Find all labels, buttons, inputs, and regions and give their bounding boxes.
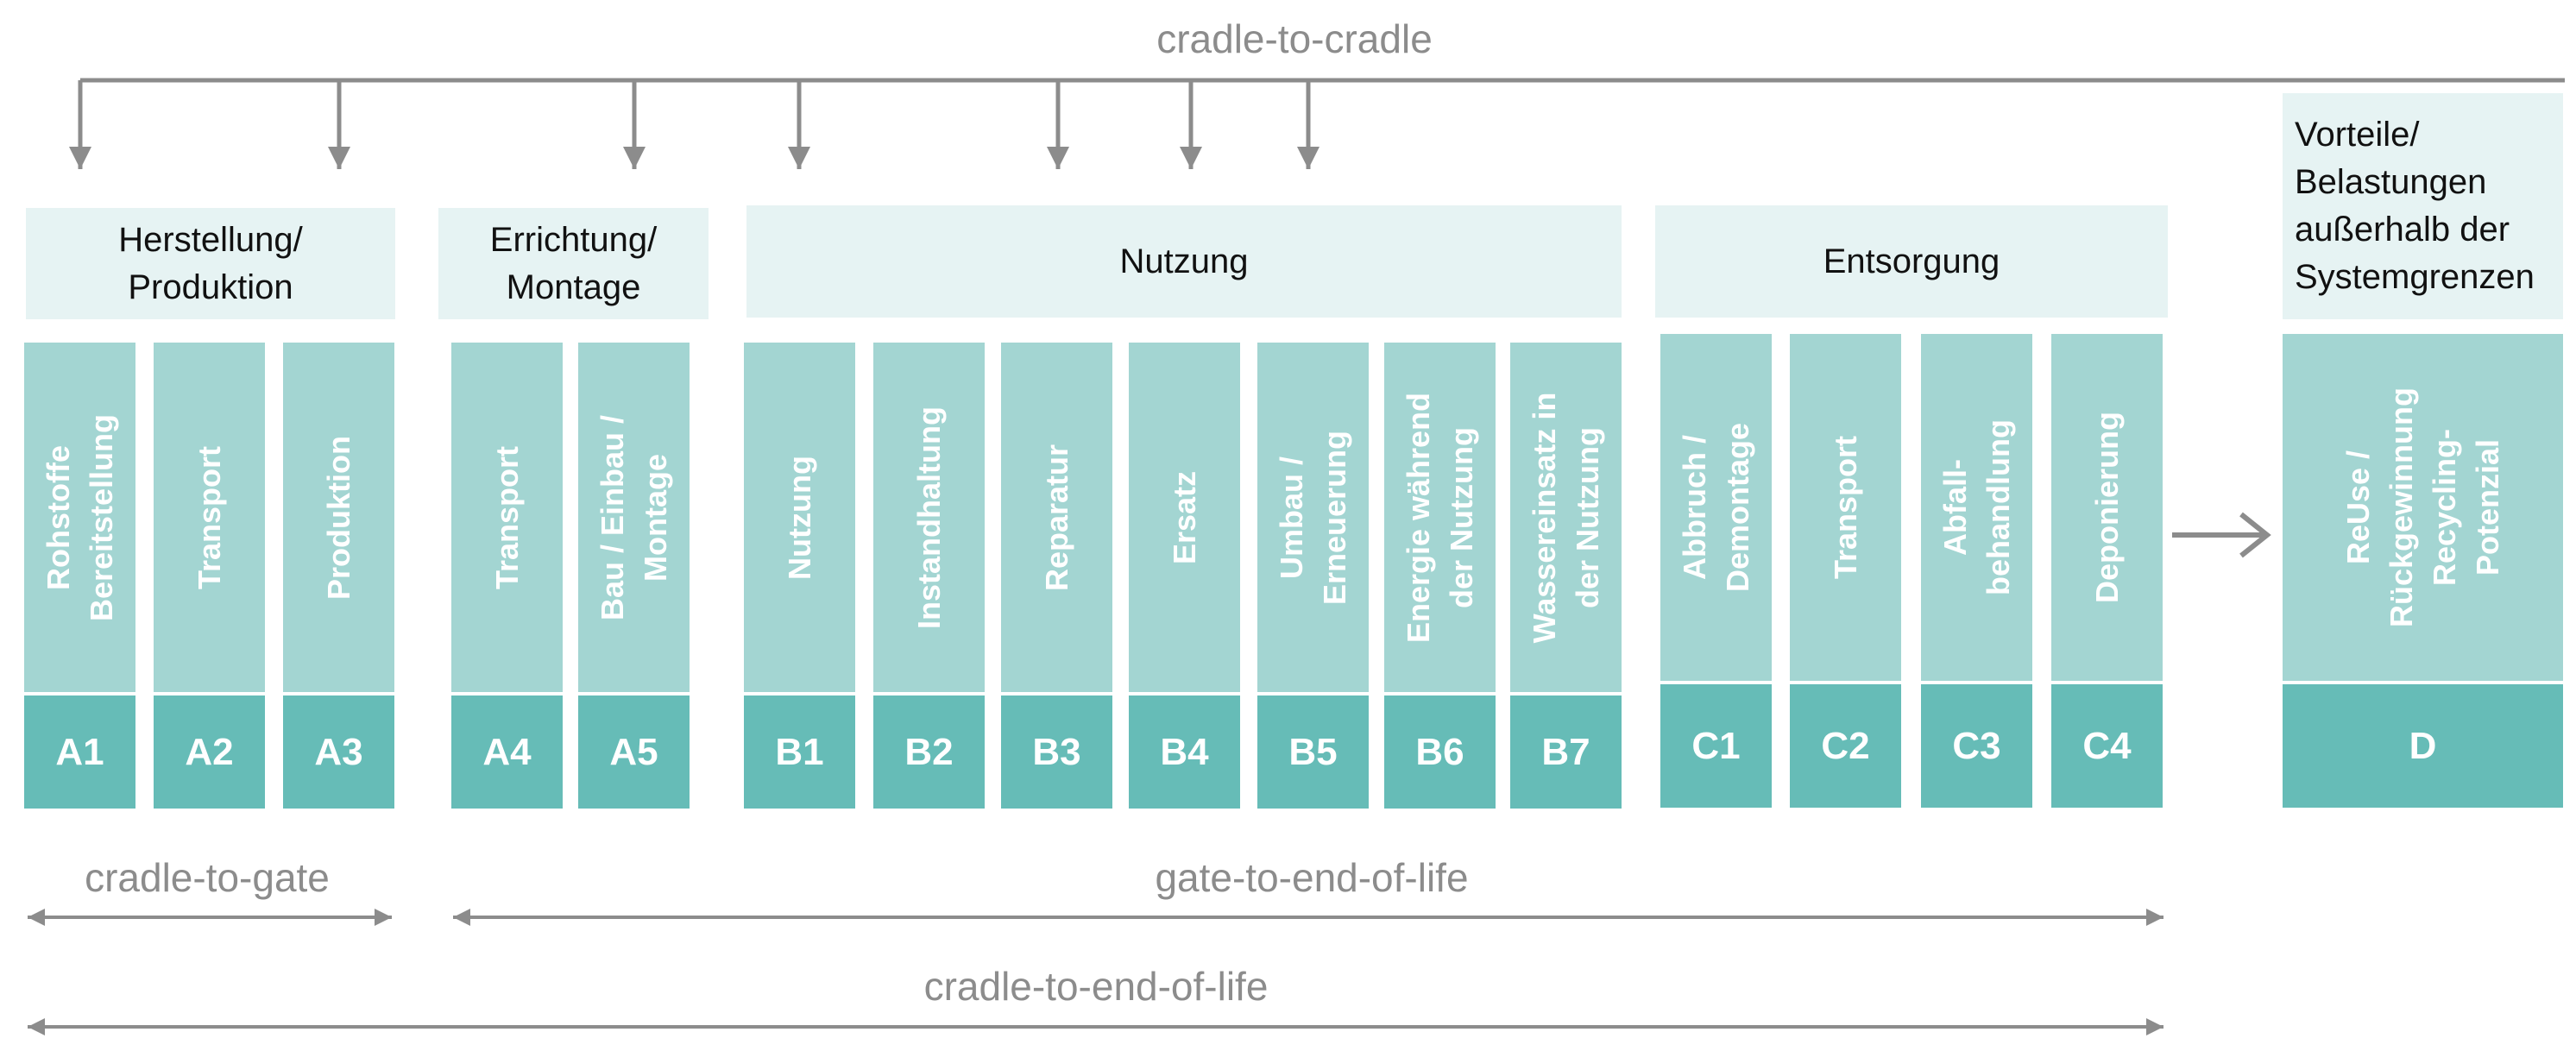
module-label: Energie während der Nutzung [1400, 392, 1479, 643]
module-code-a5: A5 [578, 695, 690, 809]
module-c4: Deponierung [2051, 334, 2163, 681]
module-code-b2: B2 [873, 695, 985, 809]
module-label: Instandhaltung [910, 406, 947, 629]
module-code-b5: B5 [1257, 695, 1369, 809]
module-d: ReUse / Rückgewinnung Recycling- Potenzi… [2283, 334, 2563, 681]
group-errichtung: Errichtung/ Montage [438, 208, 709, 319]
module-code-b4: B4 [1129, 695, 1240, 809]
module-b4: Ersatz [1129, 343, 1240, 692]
module-label: Abfall- behandlung [1937, 419, 2016, 595]
module-label: Produktion [320, 435, 356, 600]
module-a3: Produktion [283, 343, 394, 692]
module-label: Nutzung [781, 455, 817, 580]
module-label: Wassereinsatz in der Nutzung [1526, 392, 1605, 643]
module-label: Umbau / Erneuerung [1273, 430, 1352, 605]
module-code-c4: C4 [2051, 684, 2163, 808]
gate-to-end-of-life-label: gate-to-end-of-life [1155, 855, 1469, 900]
module-code-b3: B3 [1001, 695, 1112, 809]
module-a5: Bau / Einbau / Montage [578, 343, 690, 692]
module-c2: Transport [1790, 334, 1901, 681]
module-code-c2: C2 [1790, 684, 1901, 808]
module-b6: Energie während der Nutzung [1384, 343, 1496, 692]
module-b2: Instandhaltung [873, 343, 985, 692]
module-label: Transport [488, 445, 525, 589]
module-a4: Transport [451, 343, 563, 692]
module-label: Deponierung [2088, 412, 2125, 603]
module-code-d: D [2283, 684, 2563, 808]
group-herstellung: Herstellung/ Produktion [26, 208, 395, 319]
module-label: Abbruch / Demontage [1676, 422, 1755, 593]
group-nutzung: Nutzung [746, 205, 1622, 318]
module-code-c3: C3 [1921, 684, 2032, 808]
module-label: ReUse / Rückgewinnung Recycling- Potenzi… [2340, 387, 2505, 627]
module-code-a3: A3 [283, 695, 394, 809]
cradle-to-end-of-life-label: cradle-to-end-of-life [923, 964, 1269, 1009]
module-code-a2: A2 [154, 695, 265, 809]
cradle-to-gate-label: cradle-to-gate [85, 855, 330, 900]
group-entsorgung: Entsorgung [1655, 205, 2168, 318]
group-vorteile: Vorteile/ Belastungen außerhalb der Syst… [2283, 93, 2563, 319]
cradle-to-cradle-label: cradle-to-cradle [1156, 16, 1433, 61]
module-label: Rohstoffe Bereitstellung [40, 413, 119, 621]
module-c1: Abbruch / Demontage [1660, 334, 1772, 681]
module-label: Transport [1827, 435, 1863, 580]
module-b1: Nutzung [744, 343, 855, 692]
module-label: Bau / Einbau / Montage [594, 414, 673, 620]
module-b3: Reparatur [1001, 343, 1112, 692]
module-a1: Rohstoffe Bereitstellung [24, 343, 135, 692]
module-label: Ersatz [1166, 470, 1202, 564]
module-label: Transport [191, 445, 227, 589]
module-code-b1: B1 [744, 695, 855, 809]
module-b5: Umbau / Erneuerung [1257, 343, 1369, 692]
module-code-b7: B7 [1510, 695, 1622, 809]
module-b7: Wassereinsatz in der Nutzung [1510, 343, 1622, 692]
arrow-to-d-head [2239, 512, 2271, 558]
module-code-c1: C1 [1660, 684, 1772, 808]
module-code-a4: A4 [451, 695, 563, 809]
module-code-a1: A1 [24, 695, 135, 809]
module-label: Reparatur [1038, 444, 1074, 591]
module-a2: Transport [154, 343, 265, 692]
module-c3: Abfall- behandlung [1921, 334, 2032, 681]
module-code-b6: B6 [1384, 695, 1496, 809]
